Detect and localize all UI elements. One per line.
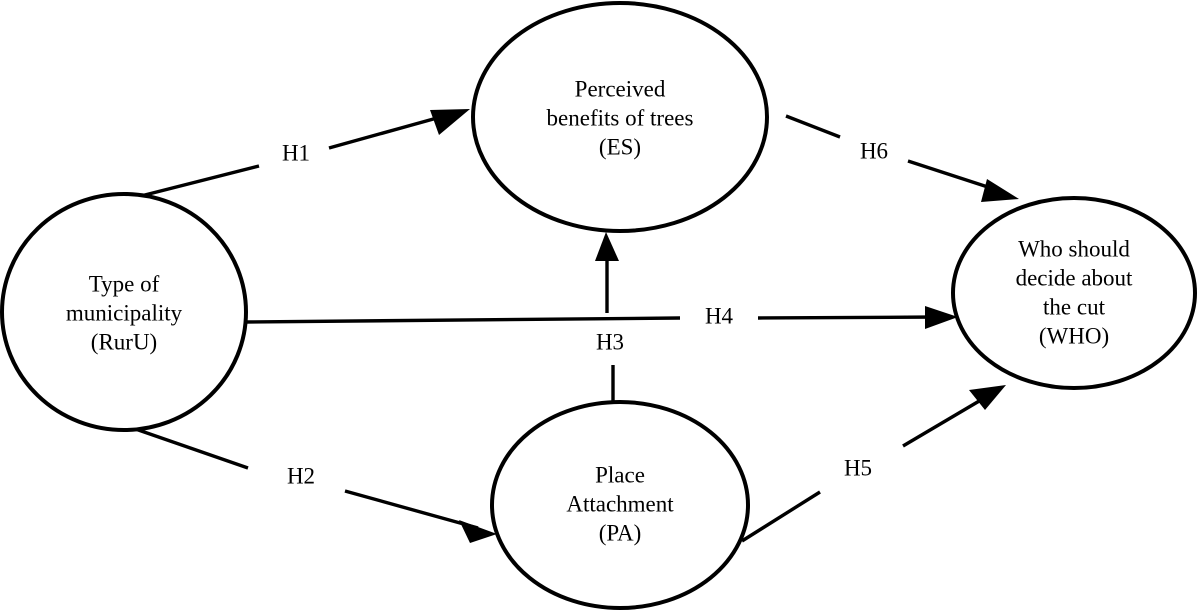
edge-h4-segment-a	[244, 316, 681, 324]
edge-h2: H2	[120, 422, 497, 543]
edge-h2-label: H2	[287, 463, 315, 488]
edge-h3-label: H3	[596, 329, 624, 354]
edge-h5-label: H5	[844, 455, 872, 480]
node-ruru-line-3: (RurU)	[91, 329, 157, 354]
edge-h1: H1	[132, 109, 470, 200]
edge-h1-arrowhead	[430, 109, 470, 135]
edge-h5-arrowhead	[969, 385, 1006, 410]
node-es-line-1: Perceived	[575, 76, 666, 101]
node-pa-shape[interactable]	[490, 400, 750, 610]
edge-h5-segment-a	[741, 490, 821, 543]
node-pa-line-2: Attachment	[566, 491, 674, 516]
edge-h6: H6	[785, 114, 1019, 202]
node-pa-line-1: Place	[595, 462, 645, 487]
node-who[interactable]: Who should decide about the cut (WHO)	[951, 196, 1197, 390]
node-who-line-1: Who should	[1018, 236, 1130, 261]
node-es[interactable]: Perceived benefits of trees (ES)	[471, 1, 769, 233]
edge-h3-arrowhead	[595, 232, 619, 261]
edge-h1-segment-a	[132, 164, 260, 200]
edge-h6-segment-b	[907, 159, 998, 192]
node-pa-line-3: (PA)	[599, 520, 642, 545]
node-pa[interactable]: Place Attachment (PA)	[490, 400, 750, 610]
edge-h1-label: H1	[282, 140, 310, 165]
node-ruru-line-1: Type of	[89, 271, 160, 296]
edge-h2-segment-b	[344, 489, 479, 530]
edge-h4-arrowhead	[925, 306, 958, 329]
edge-h4-label: H4	[705, 303, 734, 328]
node-ruru-shape[interactable]	[0, 192, 248, 432]
node-who-line-4: (WHO)	[1039, 323, 1109, 348]
edge-h5: H5	[741, 385, 1006, 543]
edge-h6-segment-a	[785, 114, 841, 139]
edge-h2-arrowhead	[459, 520, 497, 543]
node-who-shape[interactable]	[951, 196, 1197, 390]
edge-h6-arrowhead	[981, 179, 1019, 202]
node-es-shape[interactable]	[471, 1, 769, 233]
node-es-line-3: (ES)	[599, 134, 641, 159]
edge-h2-segment-a	[120, 422, 249, 470]
node-ruru-line-2: municipality	[66, 300, 183, 325]
edge-h6-label: H6	[860, 138, 888, 163]
node-ruru[interactable]: Type of municipality (RurU)	[0, 192, 248, 432]
edge-h3: H3	[595, 232, 624, 402]
node-es-line-2: benefits of trees	[547, 105, 694, 130]
node-who-line-3: the cut	[1043, 294, 1106, 319]
edge-h5-segment-b	[902, 395, 987, 448]
edge-h4: H4	[244, 303, 958, 329]
node-who-line-2: decide about	[1016, 265, 1133, 290]
edge-h4-segment-b	[757, 315, 941, 320]
